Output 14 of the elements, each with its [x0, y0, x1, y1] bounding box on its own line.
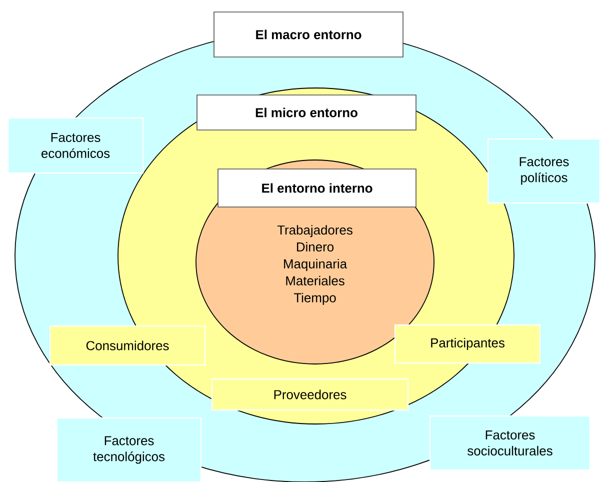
title-box: El micro entorno	[196, 94, 416, 130]
factor-box: Proveedores	[211, 378, 409, 411]
title-box: El entorno interno	[218, 168, 416, 208]
factor-box: Participantes	[394, 324, 541, 364]
node-label: Materiales	[286, 276, 344, 286]
factor-box: Factores socioculturales	[429, 415, 591, 471]
node-label: Tiempo	[294, 292, 336, 305]
node-label: Maquinaria	[284, 258, 348, 272]
factor-box: Consumidores	[49, 325, 206, 366]
title-box: El macro entorno	[214, 12, 404, 58]
item-list: Trabajadores Dinero Maquinaria Materiales Tiempo	[277, 225, 352, 305]
node-label: Dinero	[296, 242, 334, 252]
factor-box: Factores tecnológicos	[56, 417, 202, 482]
node-label: Trabajadores	[277, 225, 352, 238]
